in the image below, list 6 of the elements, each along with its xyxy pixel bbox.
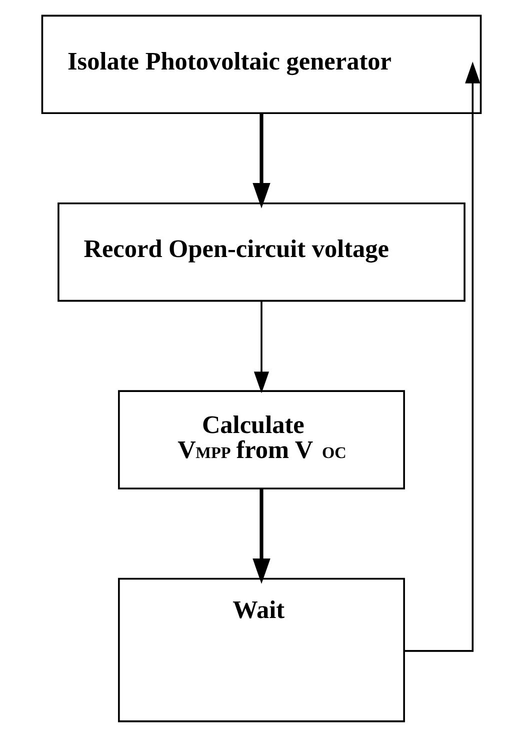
node-box: Record Open-circuit voltage	[58, 202, 466, 302]
arrow	[404, 62, 480, 652]
arrow	[254, 300, 270, 394]
arrow	[252, 113, 270, 208]
arrow	[252, 488, 270, 584]
node-box: Wait	[118, 578, 405, 722]
